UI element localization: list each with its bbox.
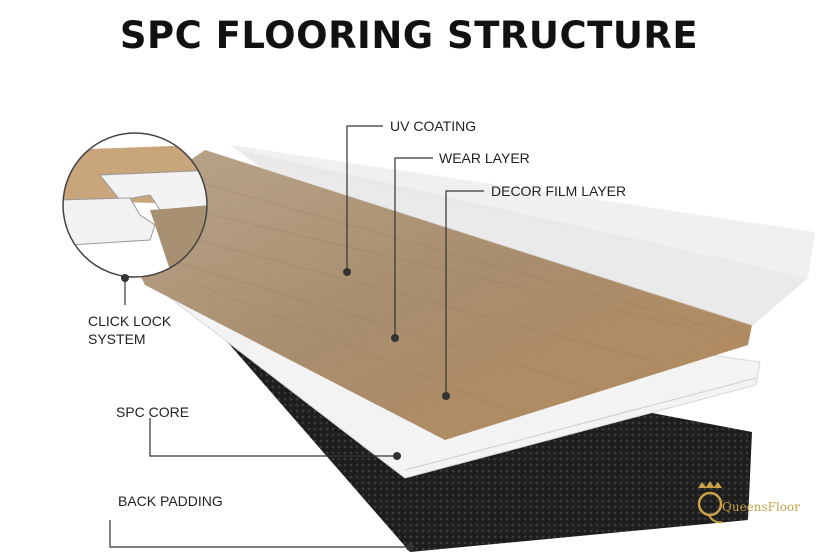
spc-core-dot xyxy=(393,452,401,460)
label-decor-film: DECOR FILM LAYER xyxy=(491,183,627,199)
click-lock-inset xyxy=(62,132,208,278)
label-click-lock-line1: CLICK LOCK xyxy=(88,313,172,329)
crown-logo-icon xyxy=(697,481,723,524)
page-title: SPC FLOORING STRUCTURE xyxy=(119,14,699,57)
label-wear-layer: WEAR LAYER xyxy=(439,150,530,166)
label-spc-core: SPC CORE xyxy=(116,404,190,420)
uv-coating-film xyxy=(230,145,815,278)
back-padding-dot xyxy=(406,543,414,551)
label-uv-coating: UV COATING xyxy=(390,118,477,134)
uv-coating-dot xyxy=(343,268,351,276)
wear-layer-dot xyxy=(391,334,399,342)
label-click-lock: CLICK LOCK SYSTEM xyxy=(88,312,171,348)
click-lock-dot xyxy=(121,274,129,282)
wear-layer-film xyxy=(240,150,808,326)
decor-film-dot xyxy=(442,392,450,400)
label-back-padding: BACK PADDING xyxy=(118,493,223,509)
label-click-lock-line2: SYSTEM xyxy=(88,331,146,347)
decor-film-layer xyxy=(110,150,752,440)
brand-logo-text: QueensFloor xyxy=(722,500,801,514)
